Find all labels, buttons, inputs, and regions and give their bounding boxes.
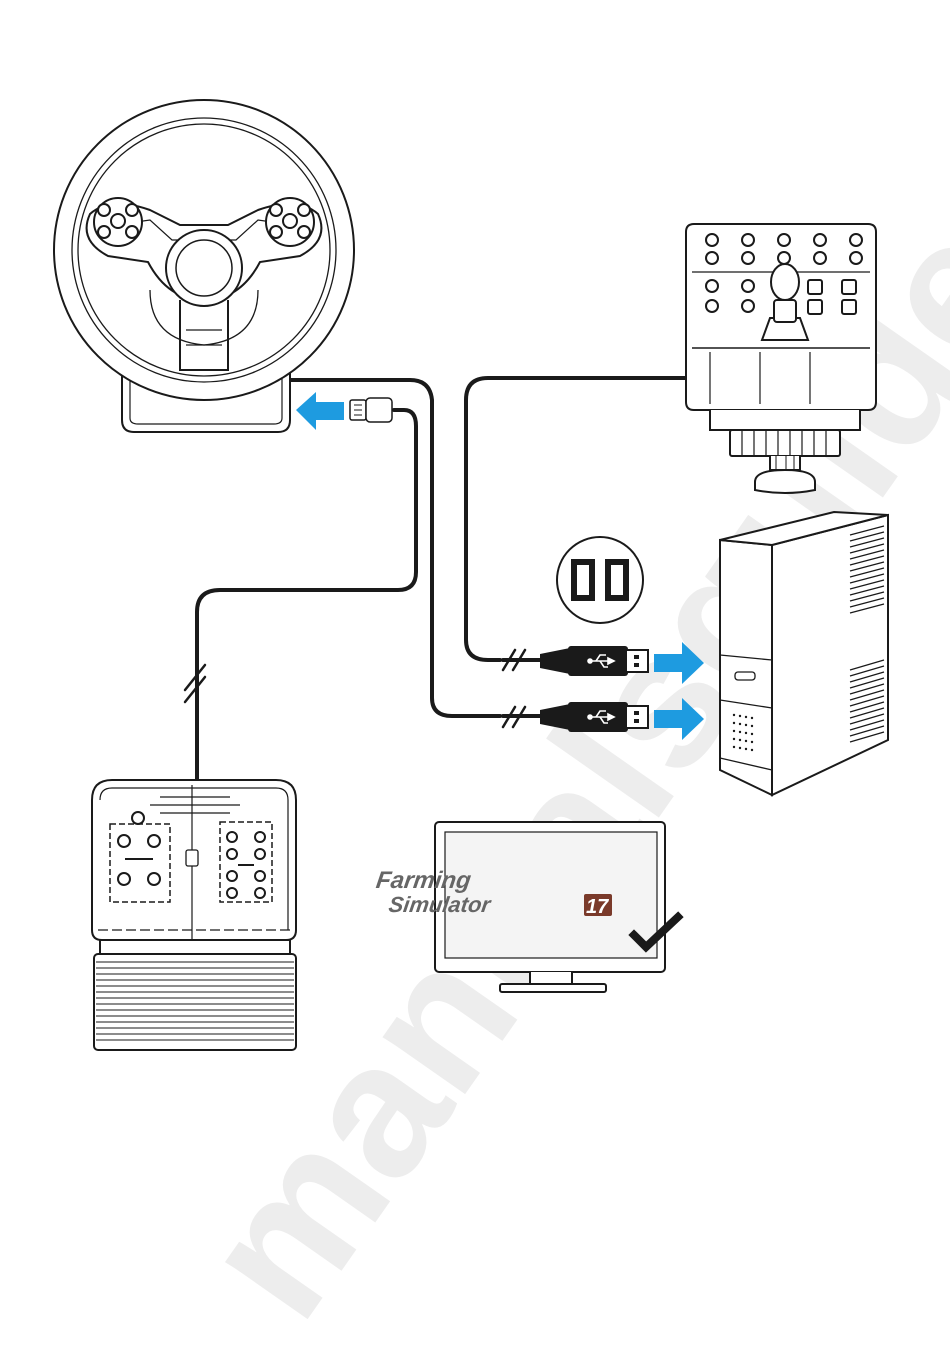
clamp-ridges bbox=[730, 430, 840, 456]
pedal-base-ridges bbox=[94, 954, 296, 1050]
logo-line2: Simulator bbox=[387, 892, 493, 917]
pc-tower bbox=[720, 512, 888, 795]
usb-port-icon bbox=[557, 537, 643, 623]
wheel-right-buttons bbox=[266, 198, 314, 246]
wheel-connector bbox=[350, 398, 392, 422]
pedal-right-plate bbox=[220, 822, 272, 902]
pedal-cable bbox=[197, 410, 416, 780]
pedal-left-plate bbox=[110, 812, 170, 902]
pedals bbox=[92, 780, 296, 1050]
wheel-usb-cable bbox=[288, 380, 500, 716]
logo-number: 17 bbox=[586, 896, 609, 918]
wheel-left-buttons bbox=[94, 198, 142, 246]
arrow-into-wheel bbox=[296, 392, 344, 430]
steering-wheel bbox=[54, 100, 392, 432]
logo-line1: Farming bbox=[374, 867, 473, 894]
